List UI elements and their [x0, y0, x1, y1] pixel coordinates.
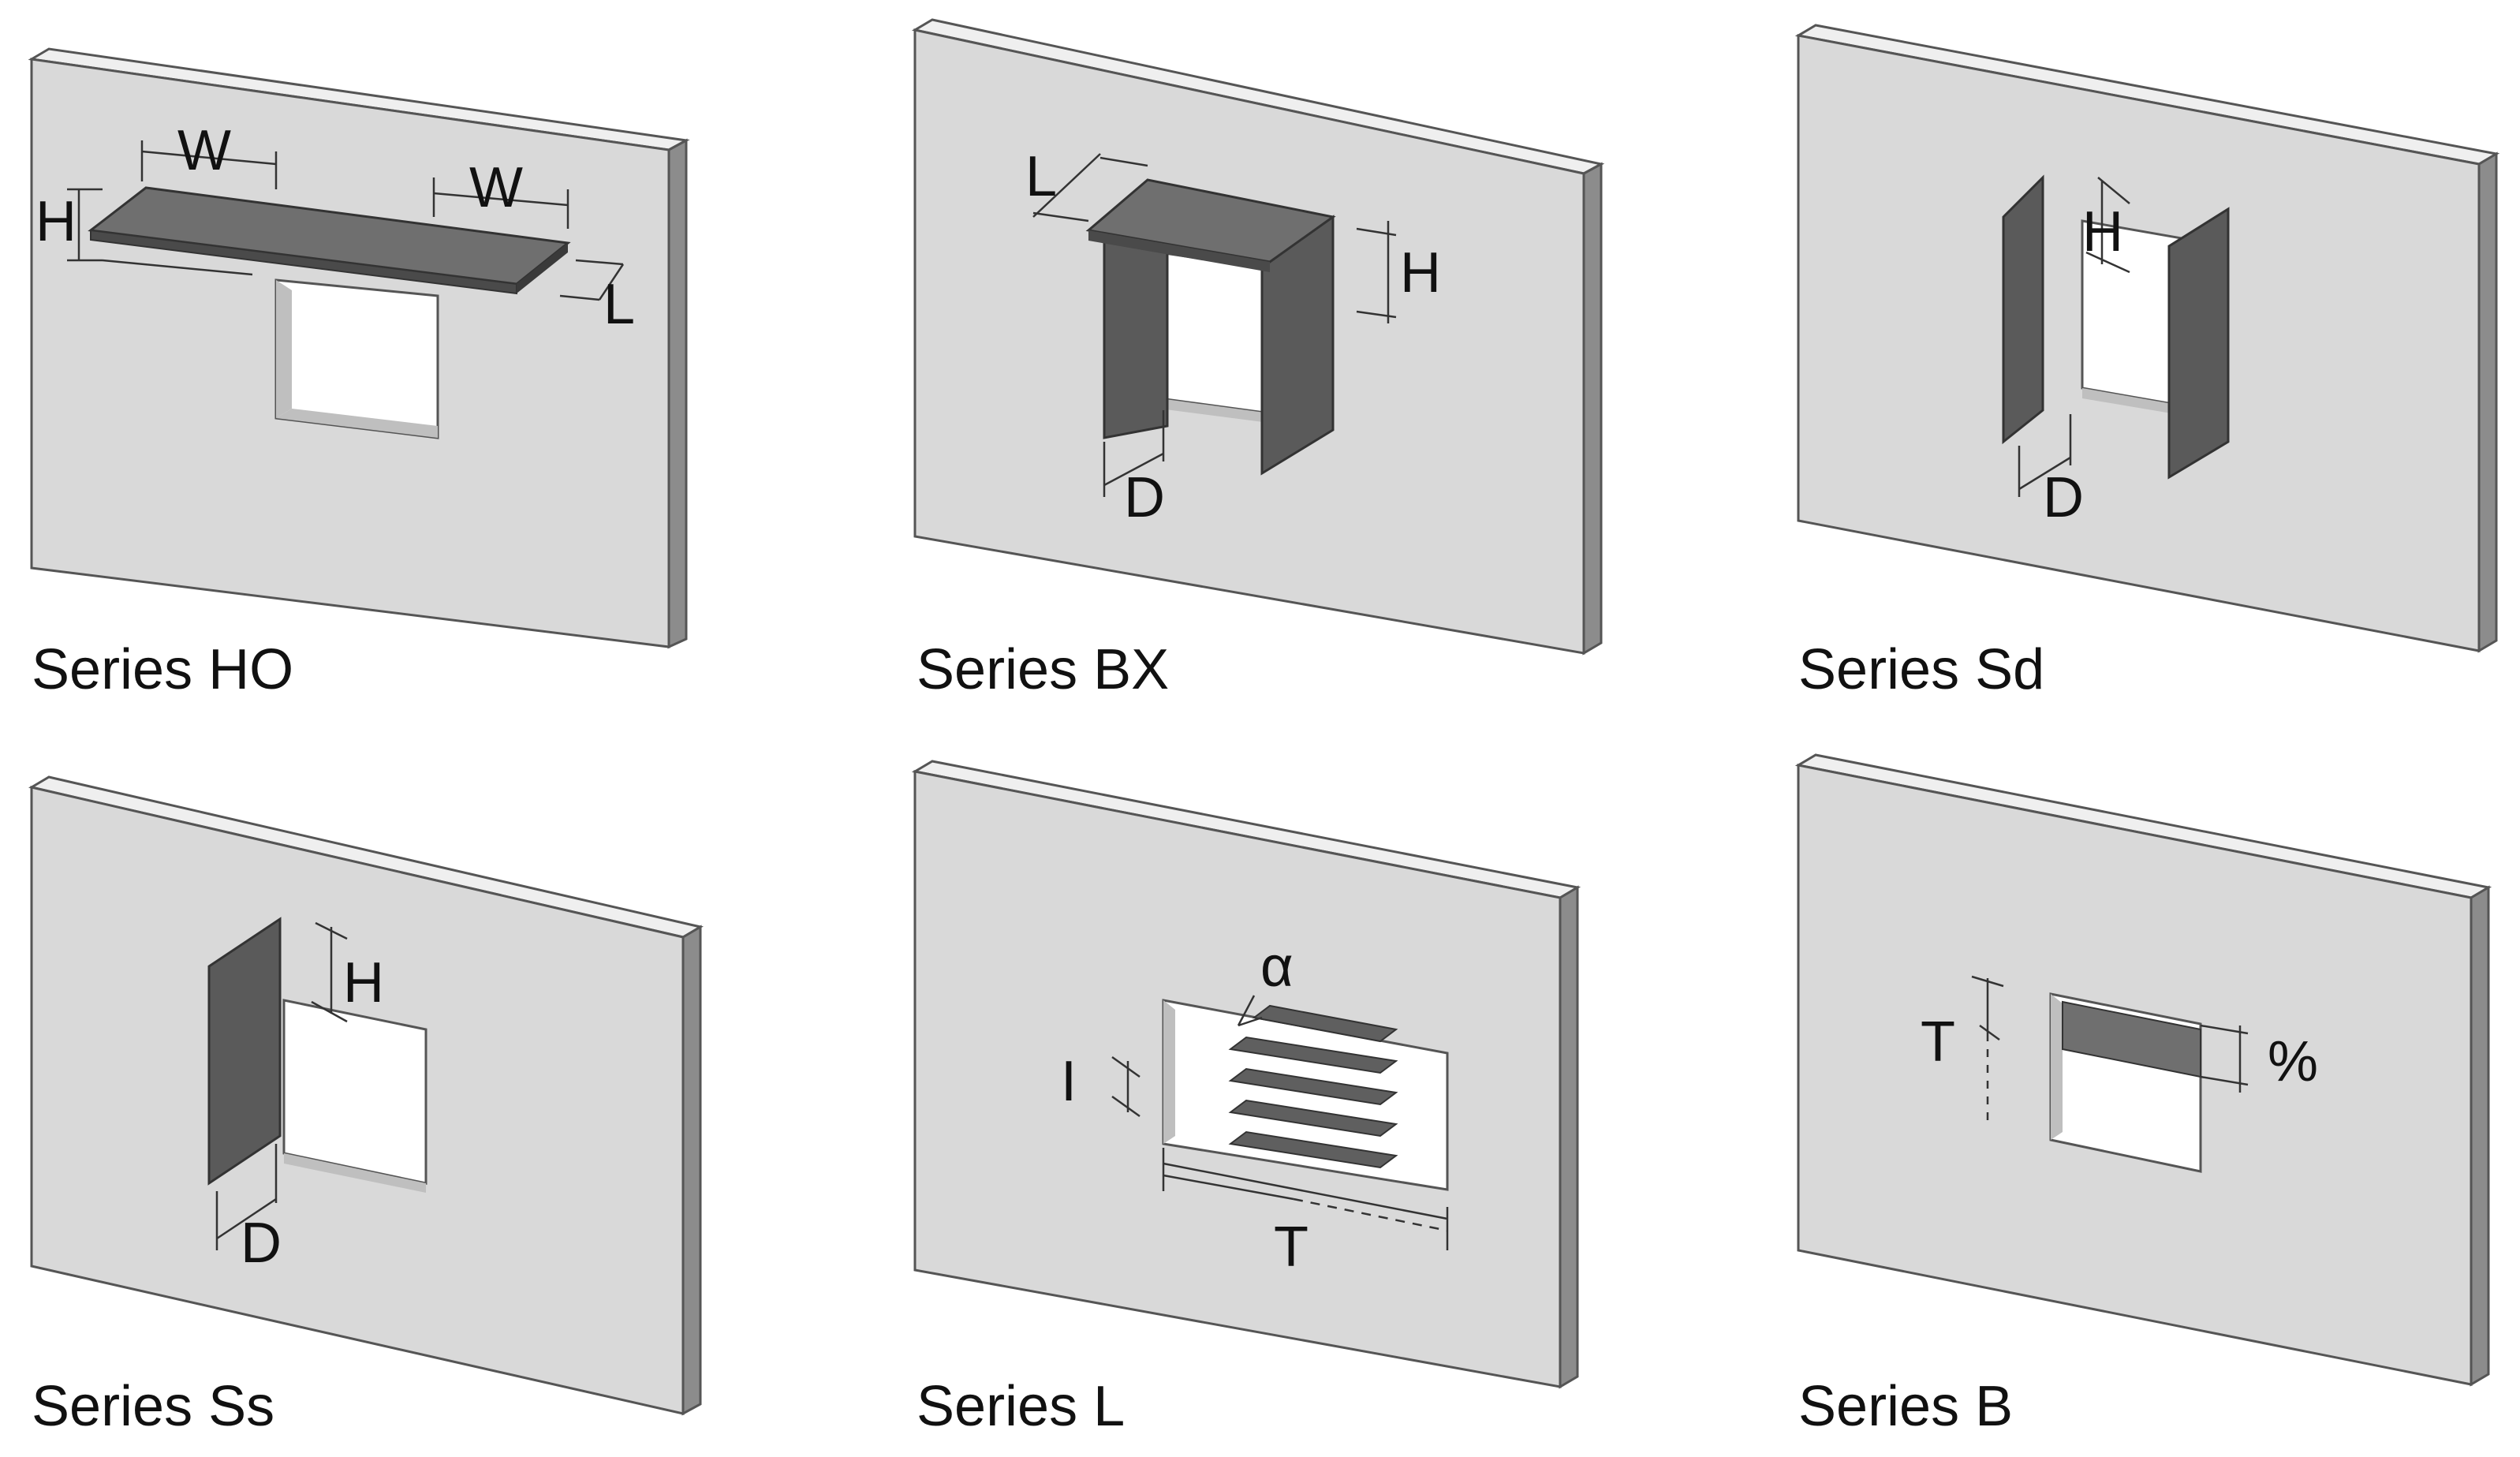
dim-label-h: H [1400, 241, 1441, 304]
dim-label-h: H [2082, 200, 2123, 263]
panel-series-bx: L H D [911, 18, 1605, 656]
side-fin-right [2167, 207, 2230, 480]
side-fin [207, 917, 282, 1186]
overhang-side [517, 243, 568, 293]
wall-side-face [2477, 151, 2498, 653]
panel-series-ho: W W H L [28, 47, 690, 649]
dim-label-w-right: W [469, 156, 523, 219]
panel-series-sd: H D [1794, 24, 2500, 653]
dim-label-t: T [1921, 1011, 1955, 1074]
dimension-lines [215, 921, 348, 1250]
louver-2 [1228, 1036, 1398, 1074]
window-sill [284, 1153, 426, 1193]
dimension-lines [1971, 975, 2249, 1120]
dimension-lines [1032, 153, 1397, 497]
box-top [1085, 178, 1336, 263]
window-opening [282, 999, 427, 1185]
dim-label-i: I [1061, 1050, 1077, 1113]
dim-label-h: H [343, 951, 384, 1014]
dim-label-d: D [2043, 466, 2084, 529]
box-left-fin [1103, 235, 1169, 439]
window-sill [276, 409, 438, 438]
dim-label-percent: % [2268, 1030, 2318, 1093]
window-reveal [1163, 1000, 1175, 1144]
dim-label-l: L [1025, 145, 1057, 208]
wall-side-face [2470, 885, 2490, 1387]
wall-side-face [1582, 162, 1603, 656]
wall-side-face [681, 925, 702, 1416]
wall-side-face [667, 138, 688, 649]
dim-label-w-left: W [177, 119, 231, 182]
caption-series-l: Series L [917, 1375, 1126, 1438]
box-top-front [1088, 230, 1270, 272]
dim-label-d: D [1124, 466, 1165, 529]
window-sill [1159, 398, 1294, 426]
window-reveal [276, 280, 292, 418]
dim-label-d: D [241, 1212, 282, 1275]
panel-series-ss: H D [28, 775, 704, 1416]
dim-label-h: H [35, 190, 77, 253]
dimension-lines [67, 140, 625, 301]
window-reveal [2051, 994, 2063, 1140]
louver-4 [1228, 1099, 1398, 1138]
wall-side-face [1559, 885, 1579, 1389]
caption-series-ss: Series Ss [32, 1375, 275, 1438]
panel-series-l: α I T [911, 760, 1581, 1389]
dim-label-t: T [1274, 1216, 1309, 1279]
louver-5 [1228, 1130, 1398, 1169]
caption-series-bx: Series BX [917, 638, 1170, 701]
caption-series-b: Series B [1798, 1375, 2014, 1438]
caption-series-sd: Series Sd [1798, 638, 2045, 701]
louver-1 [1252, 1004, 1398, 1043]
dimension-lines [1111, 995, 1449, 1250]
dimension-lines [2018, 177, 2130, 497]
dim-label-l: L [603, 273, 635, 336]
louver-3 [1228, 1067, 1398, 1106]
panel-series-b: T % [1794, 753, 2492, 1387]
side-fin-left [2002, 174, 2044, 445]
caption-series-ho: Series HO [32, 638, 294, 701]
dim-label-alpha: α [1260, 936, 1294, 999]
